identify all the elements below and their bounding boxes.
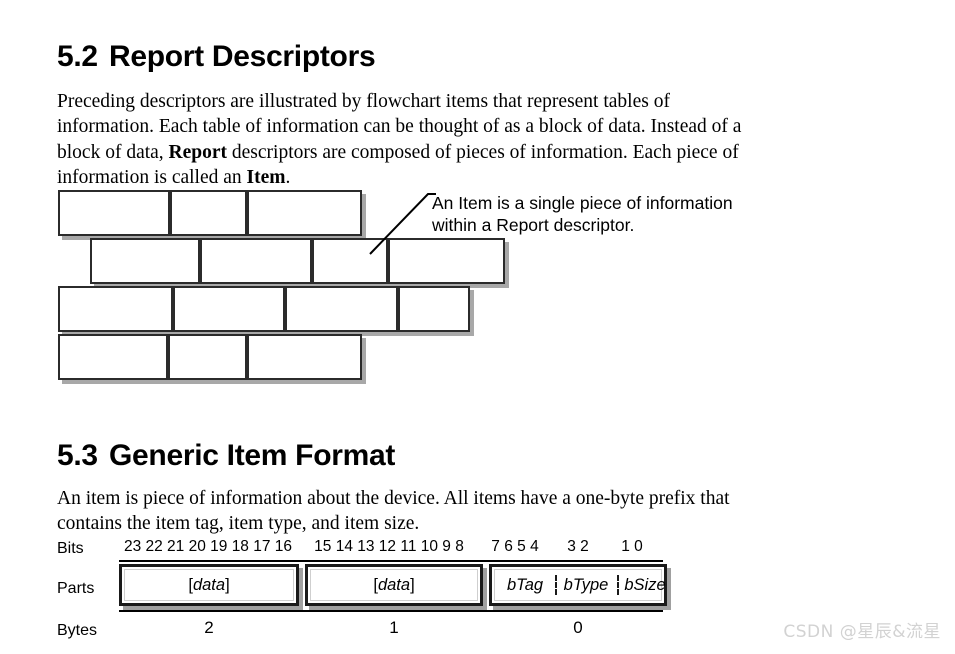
bitfield-part-label: [data] [188,575,230,594]
brick-item [173,286,285,332]
bitfield-bit-numbers-row: 23 22 21 20 19 18 17 16 15 14 13 12 11 10… [119,538,661,558]
bitfield-subcell-label: bType [563,575,609,594]
bitfield-row-label-parts: Parts [57,580,95,597]
bitfield-parts-row: [data] [data] bTag bType bSize [119,564,667,608]
page-title-section-5-3: 5.3 Generic Item Format [57,439,395,473]
bitfield-bytes-row: 2 1 0 [119,618,667,640]
brick-row [58,334,362,380]
bitfield-byte-label: 2 [204,618,214,637]
paragraph-text-part-2: descriptors are composed of pieces of in… [57,141,739,189]
bitfield-subcell-divider [555,575,557,595]
brick-item [58,190,170,236]
bitfield-byte-label: 0 [573,618,583,637]
bitfield-row-label-bits: Bits [57,540,84,557]
bitfield-bit-group: 7 6 5 4 [491,538,539,555]
brick-item [58,286,173,332]
paragraph-section-5-3: An item is piece of information about th… [57,487,730,535]
bitfield-part-box-inner: bTag bType bSize [494,569,666,601]
paragraph-text-part-1: Preceding descriptors are illustrated by… [57,90,742,163]
brick-item [247,334,362,380]
bitfield-part-box: [data] [119,564,299,606]
section-number-5-3: 5.3 [57,439,98,473]
brick-item [398,286,470,332]
paragraph-section-5-2: Preceding descriptors are illustrated by… [57,89,767,191]
brick-row [90,238,505,284]
brick-row [58,190,362,236]
bitfield-subcell: bType [555,572,617,598]
bitfield-bit-group: 15 14 13 12 11 10 9 8 [314,538,464,555]
callout-label: An Item is a single piece of information… [432,193,733,235]
bitfield-bit-group: 3 2 [567,538,589,555]
section-title-5-2: Report Descriptors [109,40,376,74]
bitfield-part-label: [data] [373,575,415,594]
bitfield-part-box-inner: [data] [124,569,294,601]
brick-item [247,190,362,236]
bitfield-subcell: bSize [617,572,673,598]
csdn-watermark: CSDN @星辰&流星 [783,622,941,642]
bitfield-part-box-inner: [data] [310,569,478,601]
brick-item [200,238,312,284]
bitfield-part-box: [data] [305,564,483,606]
paragraph-bold-report: Report [168,141,228,163]
bitfield-row-label-bytes: Bytes [57,622,98,639]
bitfield-subcell-label: bSize [624,575,666,594]
bitfield-subcell-label: bTag [506,575,544,594]
section-number-5-2: 5.2 [57,40,98,74]
brick-item [388,238,505,284]
bitfield-top-rule [119,560,663,562]
bitfield-subcell-divider [617,575,619,595]
bitfield-bit-group: 1 0 [621,538,643,555]
brick-item [170,190,247,236]
bitfield-part-box: bTag bType bSize [489,564,667,606]
page-title-section-5-2: 5.2 Report Descriptors [57,40,376,74]
bitfield-bit-group: 23 22 21 20 19 18 17 16 [123,538,293,555]
section-title-5-3: Generic Item Format [109,439,396,473]
bitfield-subcell: bTag [495,572,555,598]
bitfield-byte-label: 1 [389,618,399,637]
brick-item [168,334,247,380]
brick-item [90,238,200,284]
generic-item-format-diagram: Bits Parts Bytes 23 22 21 20 19 18 17 16… [57,534,677,646]
paragraph-text-part-3: . [285,167,291,188]
brick-item [312,238,388,284]
paragraph-bold-item: Item [246,167,286,188]
brick-item [285,286,398,332]
brick-item [58,334,168,380]
bitfield-bottom-rule [119,610,663,612]
brick-row [58,286,470,332]
